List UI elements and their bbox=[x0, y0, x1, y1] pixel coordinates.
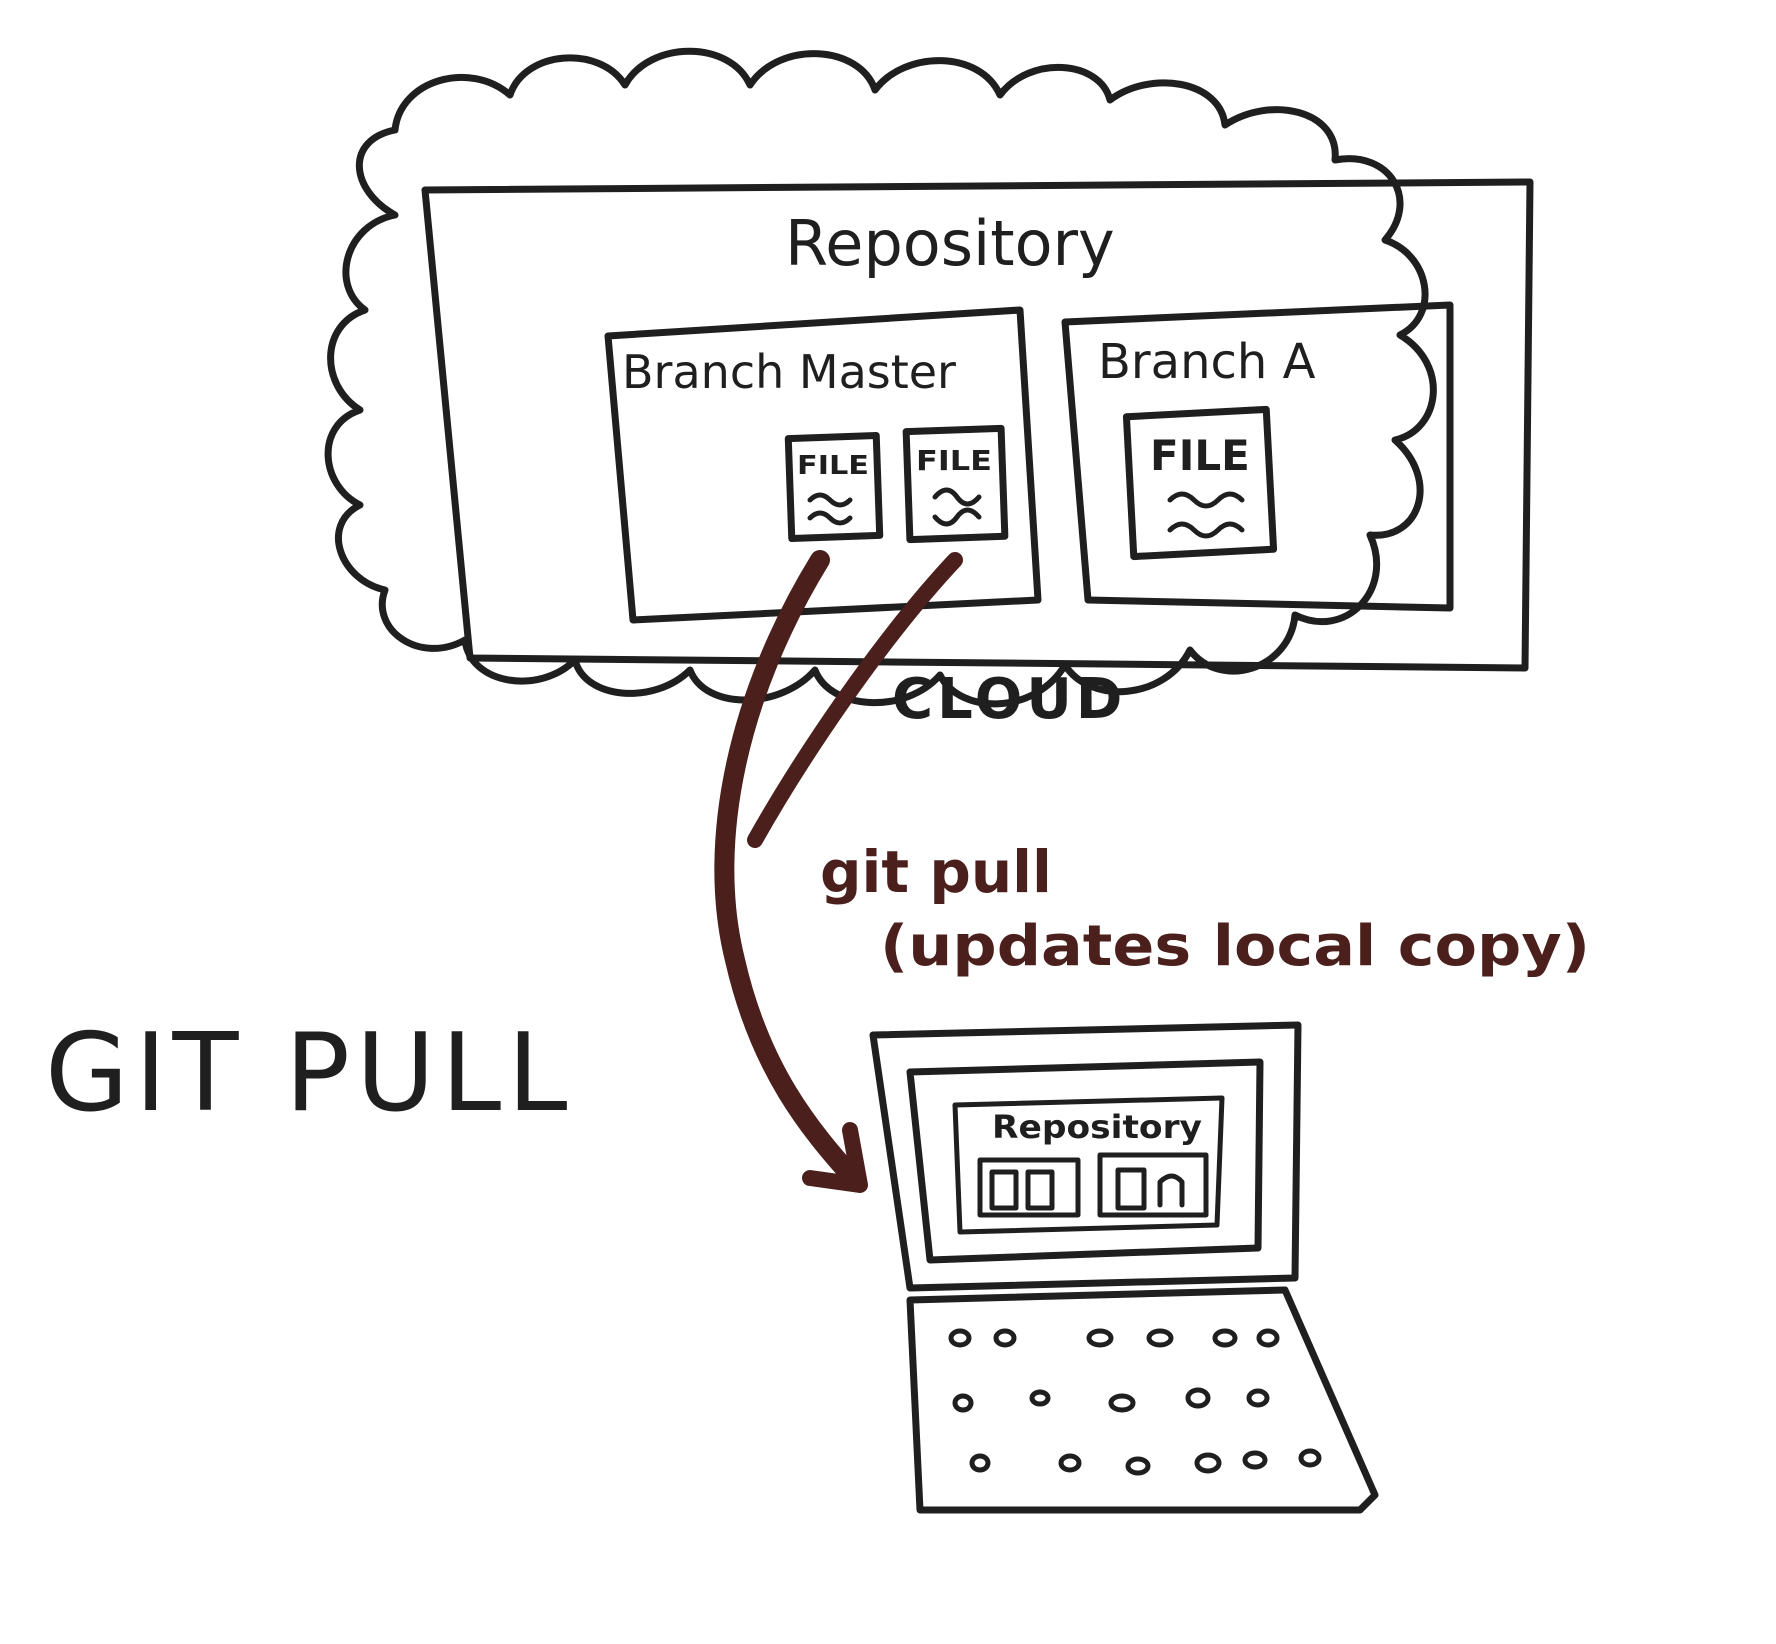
git-pull-description: (updates local copy) bbox=[880, 914, 1590, 979]
pull-arrow bbox=[714, 550, 963, 1193]
file-icon: FILE bbox=[902, 424, 1009, 544]
branch-master: Branch Master FILE FILE bbox=[604, 306, 1042, 624]
keyboard-keys bbox=[948, 1328, 1322, 1476]
file-icon: FILE bbox=[784, 431, 884, 543]
cloud-repository-label: Repository bbox=[785, 207, 1115, 280]
laptop-icon: Repository bbox=[869, 1021, 1379, 1514]
cloud-repository-box bbox=[421, 178, 1534, 672]
branch-a: Branch A FILE bbox=[1061, 301, 1454, 612]
diagram-title: GIT PULL bbox=[45, 1011, 573, 1136]
master-file-1-label: FILE bbox=[797, 451, 869, 481]
branch-a-box bbox=[1061, 301, 1454, 612]
laptop-repository-label: Repository bbox=[992, 1108, 1202, 1146]
git-pull-command: git pull bbox=[820, 838, 1052, 906]
branch-master-box bbox=[604, 306, 1042, 624]
branch-master-label: Branch Master bbox=[622, 345, 956, 399]
master-file-2-label: FILE bbox=[916, 444, 992, 477]
branch-a-file-label: FILE bbox=[1150, 431, 1250, 480]
cloud-label: CLOUD bbox=[892, 667, 1126, 732]
cloud-shape bbox=[324, 47, 1437, 708]
branch-a-label: Branch A bbox=[1098, 334, 1316, 390]
file-icon: FILE bbox=[1122, 405, 1278, 561]
